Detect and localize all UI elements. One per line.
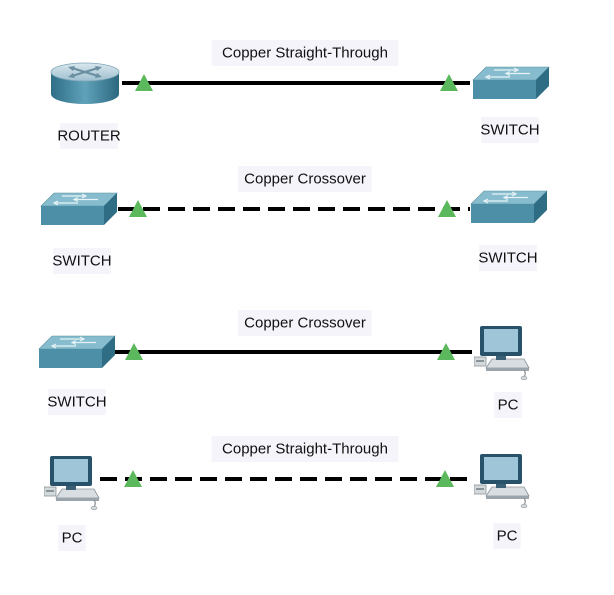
- left-link-indicator-icon: [124, 470, 142, 487]
- router-icon[interactable]: [50, 62, 120, 106]
- left-link-indicator-icon: [125, 343, 143, 360]
- left-device-label: PC: [62, 530, 83, 547]
- switch-icon[interactable]: [472, 66, 550, 100]
- cable-type-label: Copper Straight-Through: [222, 45, 388, 62]
- left-device-label-background: [53, 248, 111, 274]
- cable-type-label: Copper Crossover: [244, 315, 366, 332]
- right-device-label: PC: [497, 528, 518, 545]
- right-device-label-background: [481, 117, 539, 143]
- left-device-label-group: ROUTER: [57, 123, 121, 149]
- left-device-label-background: [58, 525, 86, 551]
- right-device-label-group: SWITCH: [480, 117, 540, 143]
- cable-type-label-group: Copper Straight-Through: [211, 40, 399, 66]
- right-device-label-group: PC: [493, 523, 521, 549]
- left-device-label-background: [60, 123, 118, 149]
- left-device-label-background: [48, 389, 106, 415]
- right-device-label-background: [493, 523, 521, 549]
- right-device-label: SWITCH: [480, 122, 539, 139]
- pc-icon[interactable]: [44, 455, 100, 510]
- right-link-indicator-icon: [437, 343, 455, 360]
- pc-icon[interactable]: [474, 325, 530, 380]
- right-device-label-group: PC: [494, 392, 522, 418]
- cable-type-label-group: Copper Straight-Through: [211, 436, 399, 462]
- right-link-indicator-icon: [436, 470, 454, 487]
- left-device-label: ROUTER: [57, 128, 121, 145]
- left-device-label-group: SWITCH: [52, 248, 112, 274]
- left-device-label: SWITCH: [52, 253, 111, 270]
- cable-type-label: Copper Straight-Through: [222, 441, 388, 458]
- right-device-label-background: [479, 245, 537, 271]
- left-link-indicator-icon: [135, 74, 153, 91]
- right-device-label: SWITCH: [478, 250, 537, 267]
- cable-type-label-group: Copper Crossover: [238, 310, 372, 336]
- right-device-label-group: SWITCH: [478, 245, 538, 271]
- cable-type-label-group: Copper Crossover: [238, 166, 372, 192]
- cable-type-label-background: [238, 310, 372, 336]
- cable-type-label-background: [211, 40, 399, 66]
- cable-type-label-background: [238, 166, 372, 192]
- right-device-label: PC: [498, 397, 519, 414]
- cable-type-label-background: [211, 436, 399, 462]
- left-device-label: SWITCH: [47, 394, 106, 411]
- right-device-label-background: [494, 392, 522, 418]
- switch-icon[interactable]: [470, 190, 548, 224]
- right-link-indicator-icon: [440, 74, 458, 91]
- right-link-indicator-icon: [438, 200, 456, 217]
- switch-icon[interactable]: [40, 192, 118, 226]
- left-device-label-group: PC: [58, 525, 86, 551]
- left-link-indicator-icon: [129, 200, 147, 217]
- switch-icon[interactable]: [38, 335, 116, 369]
- pc-icon[interactable]: [474, 453, 530, 508]
- left-device-label-group: SWITCH: [47, 389, 107, 415]
- cable-type-label: Copper Crossover: [244, 171, 366, 188]
